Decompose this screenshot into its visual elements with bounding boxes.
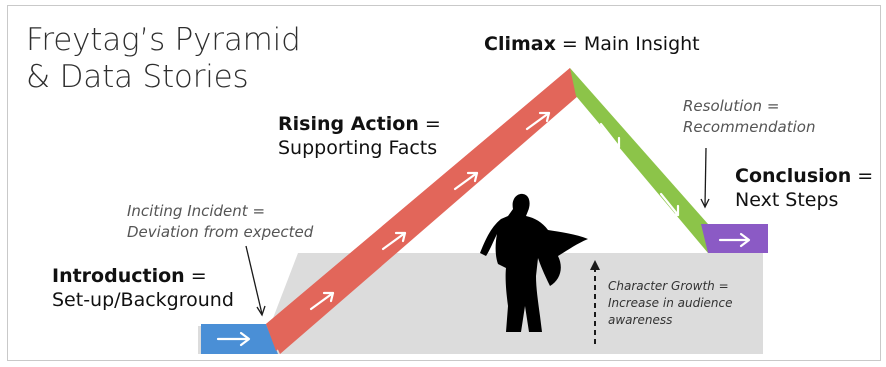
conclusion-title: Conclusion xyxy=(735,165,852,187)
rising-action-label: Rising Action = Supporting Facts xyxy=(278,112,441,160)
introduction-eq: = xyxy=(184,265,207,287)
right-arrow-icon xyxy=(659,192,680,217)
right-arrow-icon xyxy=(525,111,551,131)
title-line-2: & Data Stories xyxy=(26,59,249,95)
resolution-pointer-icon xyxy=(700,147,710,209)
character-growth-desc-1: Increase in audience xyxy=(608,296,733,310)
right-arrow-icon xyxy=(309,291,335,311)
inciting-incident-label: Inciting Incident = Deviation from expec… xyxy=(127,201,313,243)
character-growth-label: Character Growth = Increase in audience … xyxy=(608,278,733,329)
introduction-label: Introduction = Set-up/Background xyxy=(52,264,234,312)
falling-action-band xyxy=(570,68,708,253)
resolution-desc: Recommendation xyxy=(683,118,816,136)
resolution-label: Resolution = Recommendation xyxy=(683,96,815,138)
growth-arrow-icon xyxy=(590,260,600,344)
introduction-title: Introduction xyxy=(52,265,185,287)
rising-action-band-top xyxy=(266,68,575,351)
right-arrow-icon xyxy=(381,231,407,251)
character-growth-desc-2: awareness xyxy=(608,313,673,327)
pyramid-diagram xyxy=(198,68,768,354)
right-arrow-icon xyxy=(599,122,621,149)
conclusion-label: Conclusion = Next Steps xyxy=(735,164,873,212)
rising-action-desc: Supporting Facts xyxy=(278,137,438,159)
rising-action-title: Rising Action xyxy=(278,113,419,135)
title-line-1: Freytag’s Pyramid xyxy=(26,22,301,58)
conclusion-desc: Next Steps xyxy=(735,189,839,211)
character-growth-title: Character Growth = xyxy=(608,279,729,293)
climax-label: Climax = Main Insight xyxy=(484,32,700,56)
right-arrow-icon xyxy=(718,232,751,248)
superhero-silhouette-icon xyxy=(480,193,588,332)
inciting-incident-desc: Deviation from expected xyxy=(127,223,314,241)
inciting-incident-title: Inciting Incident = xyxy=(127,202,266,220)
introduction-desc: Set-up/Background xyxy=(52,289,234,311)
page-title: Freytag’s Pyramid & Data Stories xyxy=(26,22,301,96)
resolution-title: Resolution = xyxy=(683,97,780,115)
inciting-pointer-icon xyxy=(245,245,266,317)
right-arrow-icon xyxy=(453,171,479,191)
slide-frame: Freytag’s Pyramid & Data Stories Climax … xyxy=(7,5,881,361)
rising-action-eq: = xyxy=(418,113,441,135)
climax-desc: = Main Insight xyxy=(555,33,700,55)
conclusion-band xyxy=(701,224,768,253)
right-arrow-icon xyxy=(216,331,251,347)
conclusion-eq: = xyxy=(851,165,874,187)
climax-title: Climax xyxy=(484,33,556,55)
